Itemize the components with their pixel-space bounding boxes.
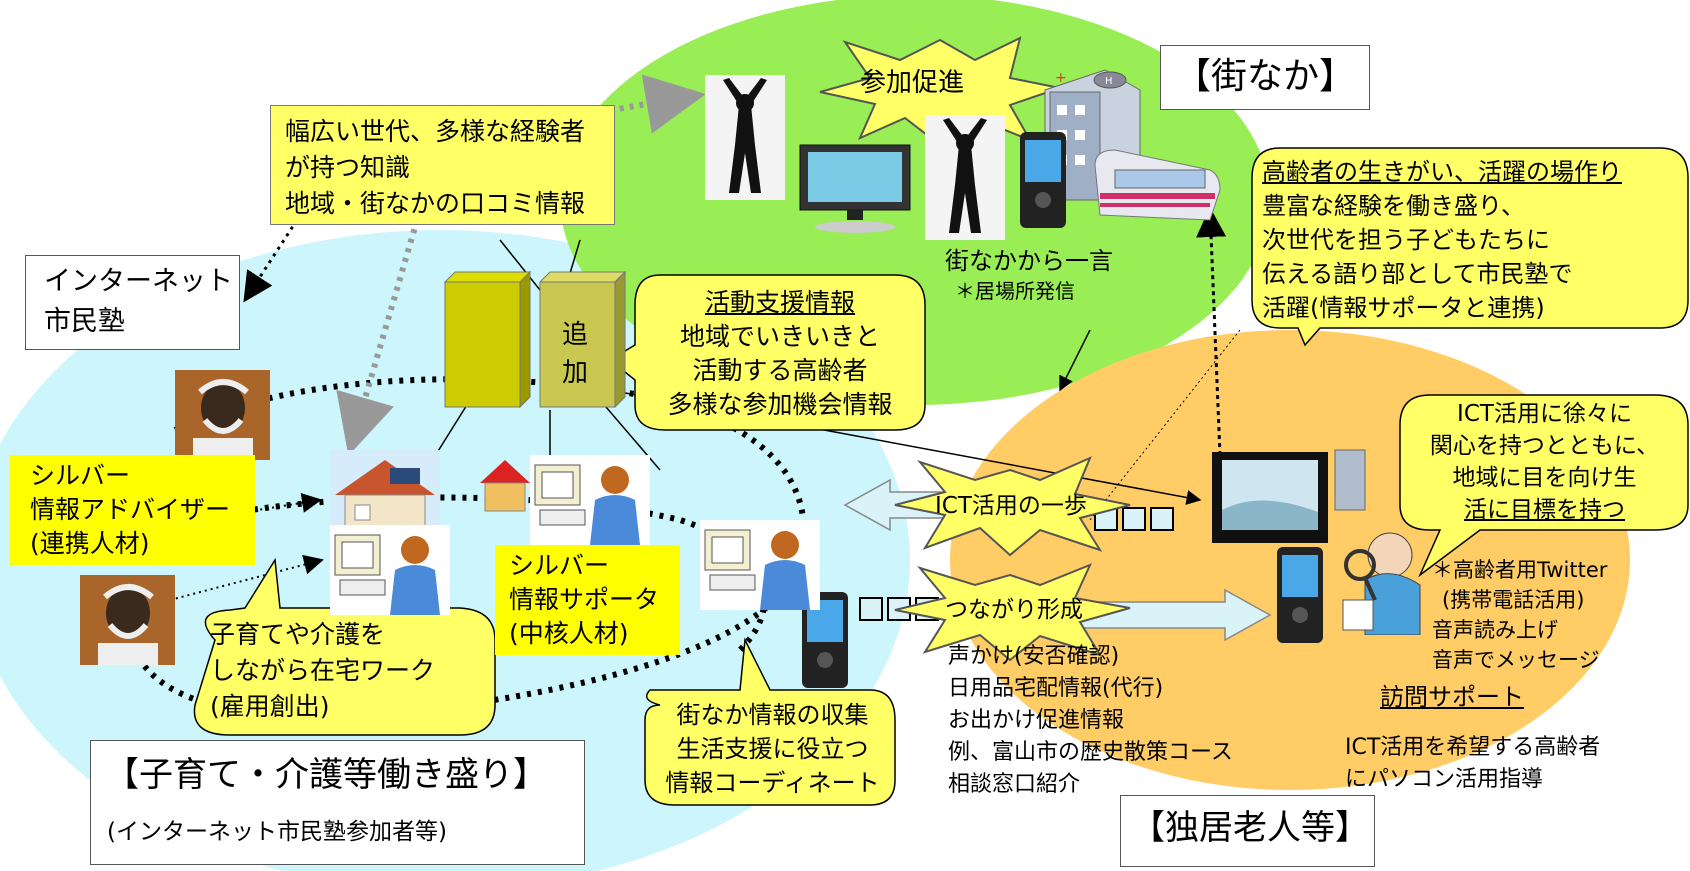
activity-support-text: 活動支援情報 地域でいきいきと 活動する高齢者 多様な参加機会情報	[640, 286, 920, 422]
add-label-2: 加	[562, 358, 589, 388]
burst-ict-step-label: ICT活用の一歩	[935, 493, 1087, 519]
elderly-man-icon	[80, 575, 175, 665]
services-line: お出かけ促進情報	[948, 708, 1125, 733]
elderly-life-text: 高齢者の生きがい、活躍の場作り 豊富な経験を働き盛り、 次世代を担う子どもたちに…	[1262, 155, 1682, 325]
monitor-icon	[799, 144, 911, 233]
internet-school-line: 市民塾	[44, 306, 125, 337]
pc-user-icon	[530, 455, 650, 545]
internet-school-box: インターネット 市民塾	[25, 255, 240, 350]
title-town: 【街なか】	[1160, 45, 1370, 110]
city-info-line: 情報コーディネート	[665, 769, 880, 797]
block-add	[539, 281, 616, 408]
services-line: 日用品宅配情報(代行)	[948, 676, 1164, 701]
services-line: 相談窓口紹介	[948, 772, 1081, 797]
silver-supporter-line: 情報サポータ	[509, 585, 660, 614]
activity-support-title: 活動支援情報	[704, 288, 855, 317]
burst-connection	[894, 563, 1131, 662]
train-icon	[1094, 149, 1221, 221]
silver-advisor-box: シルバー 情報アドバイザー (連携人材)	[10, 455, 255, 565]
elderly-life-line: 豊富な経験を働き盛り、	[1262, 192, 1526, 220]
callout-activity	[608, 274, 926, 431]
city-info-line: 生活支援に役立つ	[676, 735, 869, 763]
building-icon	[1334, 449, 1366, 511]
elderly-life-line: 活躍(情報サポータと連携)	[1262, 294, 1545, 322]
visit-support-text: ICT活用を希望する高齢者 にパソコン活用指導	[1345, 732, 1685, 796]
bottom-right-title-box: 【独居老人等】	[1120, 795, 1375, 867]
services-line: 例、富山市の歴史散策コース	[948, 740, 1233, 765]
burst-connection-label: つながり形成	[945, 597, 1083, 623]
burst-participation-label: 参加促進	[860, 68, 965, 98]
bottom-left-title-box: 【子育て・介護等働き盛り】 (インターネット市民塾参加者等)	[90, 740, 585, 865]
bottom-left-title: 【子育て・介護等働き盛り】	[105, 755, 547, 795]
silver-supporter-line: (中核人材)	[509, 619, 629, 648]
callout-ict-interest	[1399, 394, 1689, 578]
visit-support-line: にパソコン活用指導	[1345, 767, 1544, 792]
mobile-phone-icon	[1277, 547, 1323, 643]
house-icon	[480, 460, 530, 512]
city-info-text: 街なか情報の収集 生活支援に役立つ 情報コーディネート	[650, 698, 895, 800]
activity-support-line: 多様な参加機会情報	[667, 390, 893, 419]
twitter-line: (携帯電話活用)	[1442, 588, 1585, 612]
activity-support-line: 活動する高齢者	[692, 356, 868, 385]
twitter-text: ＊高齢者用Twitter (携帯電話活用) 音声読み上げ 音声でメッセージ	[1432, 555, 1687, 675]
elderly-life-line: 次世代を担う子どもたちに	[1262, 226, 1550, 254]
knowledge-line: 地域・街なかの口コミ情報	[285, 189, 586, 218]
photo-frame-icon	[1212, 452, 1328, 543]
ict-interest-line: 活に目標を持つ	[1464, 497, 1625, 523]
elderly-man-icon	[175, 370, 270, 460]
town-voice-2: ＊居場所発信	[955, 279, 1075, 303]
visit-support-line: ICT活用を希望する高齢者	[1345, 735, 1601, 760]
pc-user-icon	[330, 525, 450, 615]
city-info-line: 街なか情報の収集	[676, 701, 869, 729]
bottom-left-subtitle: (インターネット市民塾参加者等)	[107, 819, 447, 845]
twitter-line: 音声読み上げ	[1432, 618, 1558, 642]
person-silhouette-icon	[925, 115, 1005, 240]
visit-support-title: 訪問サポート	[1380, 683, 1524, 711]
ict-interest-line: 地域に目を向け生	[1452, 465, 1637, 491]
ict-interest-text: ICT活用に徐々に 関心を持つとともに、 地域に目を向け生 活に目標を持つ	[1402, 398, 1687, 526]
activity-support-line: 地域でいきいきと	[679, 322, 880, 351]
silver-advisor-line: (連携人材)	[30, 529, 150, 558]
mobile-phone-icon	[1020, 132, 1066, 228]
svg-text:+: +	[1055, 70, 1067, 86]
ict-interest-line: 関心を持つとともに、	[1429, 433, 1660, 459]
elderly-life-title: 高齢者の生きがい、活躍の場作り	[1262, 158, 1622, 186]
knowledge-box: 幅広い世代、多様な経験者 が持つ知識 地域・街なかの口コミ情報	[270, 105, 615, 225]
silver-supporter-line: シルバー	[509, 551, 610, 580]
silver-advisor-line: シルバー	[30, 461, 131, 490]
knowledge-line: 幅広い世代、多様な経験者	[285, 117, 586, 146]
home-work-text: 子育てや介護を しながら在宅ワーク (雇用創出)	[210, 617, 490, 725]
ict-interest-line: ICT活用に徐々に	[1457, 401, 1632, 427]
person-silhouette-icon	[705, 75, 785, 200]
burst-ict-step	[894, 456, 1131, 557]
pc-user-icon	[700, 520, 820, 610]
silver-supporter-box: シルバー 情報サポータ (中核人材)	[495, 545, 680, 655]
home-work-line: 子育てや介護を	[210, 620, 386, 649]
services-line: 声かけ(安否確認)	[948, 644, 1120, 669]
twitter-line: ＊高齢者用Twitter	[1432, 558, 1608, 582]
elderly-life-line: 伝える語り部として市民塾で	[1262, 260, 1573, 288]
twitter-line: 音声でメッセージ	[1432, 648, 1600, 672]
add-label-1: 追	[562, 320, 589, 350]
bottom-right-title: 【独居老人等】	[1131, 808, 1369, 848]
home-work-line: (雇用創出)	[210, 692, 330, 721]
callout-home-work	[193, 557, 496, 736]
mobile-phone-icon	[802, 592, 848, 688]
block-1	[444, 281, 521, 408]
title-town-text: 【街なか】	[1175, 56, 1356, 97]
svg-text:H: H	[1105, 76, 1113, 87]
callout-elderly-life	[1251, 147, 1689, 347]
magnifier-elder-icon	[1342, 532, 1421, 635]
town-voice-1: 街なかから一言	[945, 247, 1113, 275]
knowledge-line: が持つ知識	[285, 153, 411, 182]
services-text: 声かけ(安否確認) 日用品宅配情報(代行) お出かけ促進情報 例、富山市の歴史散…	[948, 641, 1318, 801]
silver-advisor-line: 情報アドバイザー	[30, 495, 231, 524]
internet-school-line: インターネット	[44, 266, 233, 297]
callout-city-info	[644, 637, 896, 806]
home-work-line: しながら在宅ワーク	[210, 656, 436, 685]
